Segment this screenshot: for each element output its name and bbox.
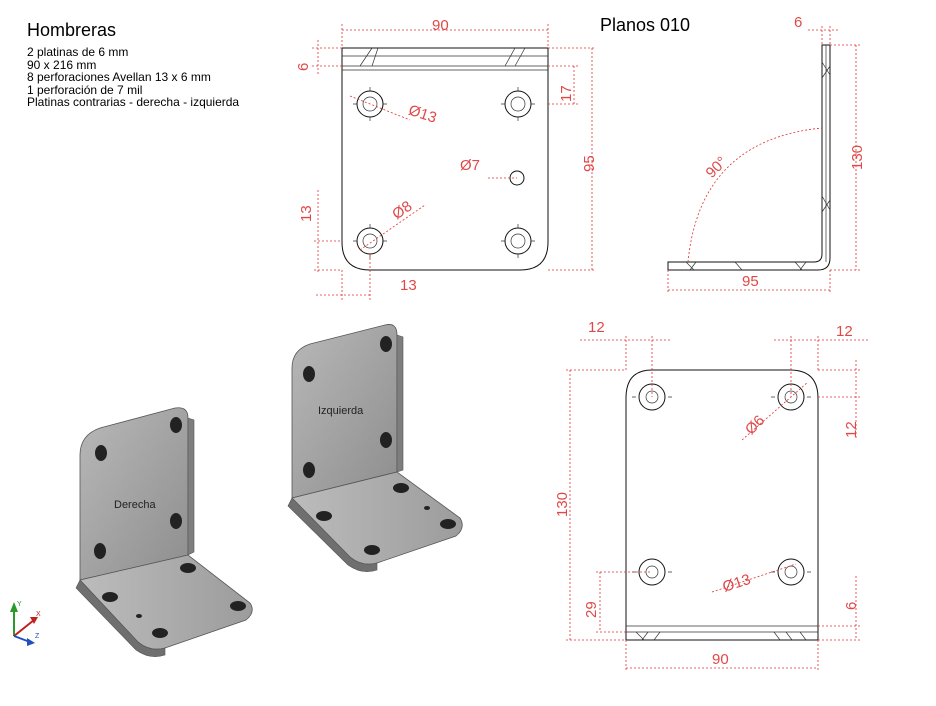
specification-notes: 2 platinas de 6 mm 90 x 216 mm 8 perfora… bbox=[27, 46, 239, 109]
ucs-axis-icon: Y X Z bbox=[10, 601, 41, 646]
note-line: Platinas contrarias - derecha - izquierd… bbox=[27, 95, 240, 109]
hole bbox=[353, 87, 387, 121]
dim-side-130: 130 bbox=[849, 145, 866, 170]
dim-bot-12-vert: 12 bbox=[843, 421, 860, 438]
sheet-title: Planos 010 bbox=[600, 15, 691, 35]
dim-top-95: 95 bbox=[581, 155, 598, 172]
bracket-right-3d: Derecha bbox=[75, 407, 253, 657]
bracket-right-label: Derecha bbox=[114, 499, 156, 511]
axis-y-label: Y bbox=[17, 601, 22, 608]
bracket-left-label: Izquierda bbox=[318, 405, 364, 417]
side-view: 6 130 90° 95 bbox=[667, 14, 866, 294]
hole bbox=[353, 224, 387, 258]
dim-top-d7: Ø7 bbox=[460, 157, 480, 174]
axis-z-label: Z bbox=[35, 633, 40, 640]
dim-bot-6: 6 bbox=[843, 602, 860, 610]
axis-x-label: X bbox=[36, 611, 41, 618]
dim-bot-d6: Ø6 bbox=[742, 412, 768, 438]
dim-top-width: 90 bbox=[432, 17, 449, 34]
hole bbox=[501, 87, 535, 121]
drawing-title: Hombreras bbox=[27, 20, 117, 40]
front-view: 90 6 17 Ø13 Ø7 95 13 Ø8 13 bbox=[295, 17, 598, 300]
dim-bot-12-left: 12 bbox=[588, 319, 605, 336]
dim-side-6: 6 bbox=[794, 14, 802, 31]
dim-side-95: 95 bbox=[742, 273, 759, 290]
dim-top-17: 17 bbox=[558, 85, 575, 102]
dim-bot-90: 90 bbox=[712, 651, 729, 668]
note-line: 90 x 216 mm bbox=[27, 57, 97, 72]
dim-bot-d13: Ø13 bbox=[721, 571, 753, 596]
dim-top-thickness: 6 bbox=[295, 63, 312, 71]
dim-side-90deg: 90° bbox=[703, 153, 731, 181]
hole bbox=[771, 558, 811, 586]
dim-top-d8: Ø8 bbox=[389, 198, 415, 223]
dim-top-13h: 13 bbox=[400, 277, 417, 294]
dim-bot-12-right: 12 bbox=[836, 323, 853, 340]
hole bbox=[501, 224, 535, 258]
dim-top-d13: Ø13 bbox=[406, 102, 438, 127]
note-line: 1 perforación de 7 mil bbox=[27, 82, 143, 97]
note-line: 2 platinas de 6 mm bbox=[27, 45, 129, 59]
dim-bot-29: 29 bbox=[583, 601, 600, 618]
plan-view: 12 12 12 Ø6 130 29 Ø13 6 90 bbox=[554, 319, 870, 672]
dim-bot-130: 130 bbox=[554, 492, 571, 517]
bracket-left-3d: Izquierda bbox=[287, 324, 463, 572]
note-line: 8 perforaciones Avellan 13 x 6 mm bbox=[27, 70, 211, 84]
dim-top-13v: 13 bbox=[298, 205, 315, 222]
